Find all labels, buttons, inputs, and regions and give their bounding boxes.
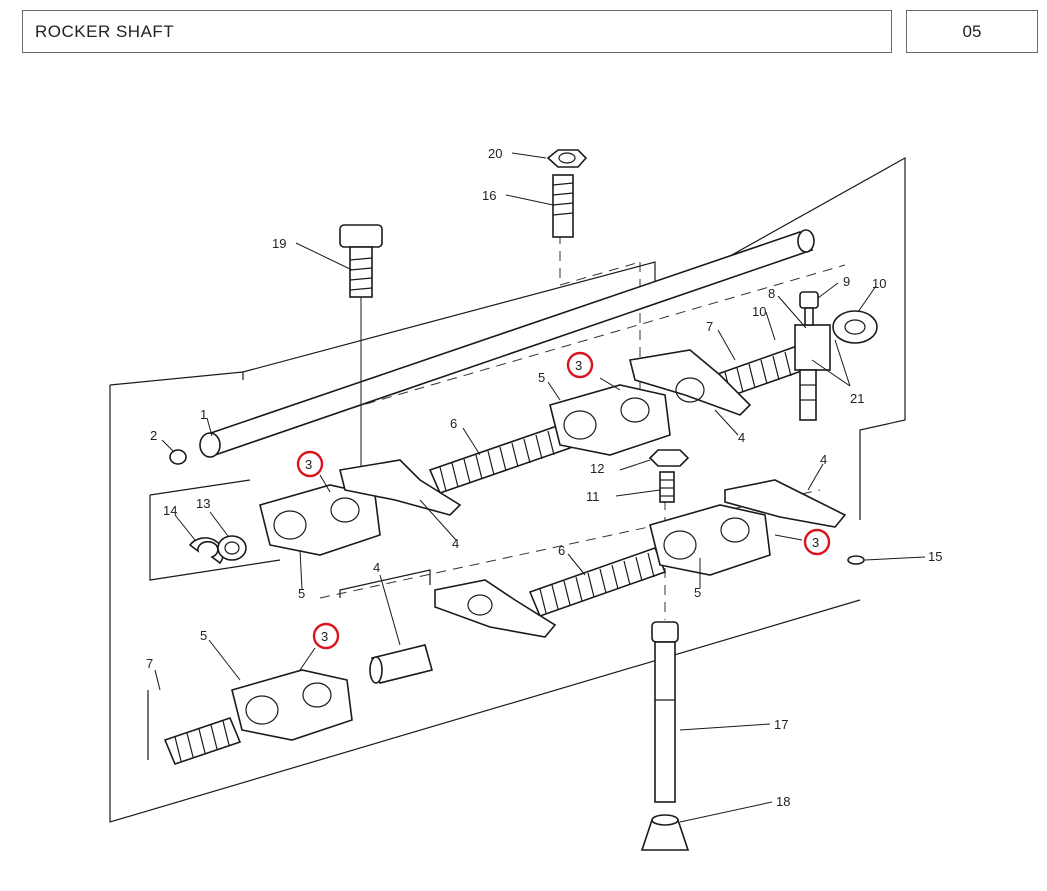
- rocker-arm: [724, 479, 847, 528]
- label-part-12: 12: [590, 461, 604, 476]
- label-part-6: 6: [558, 543, 565, 558]
- washer: [847, 555, 865, 565]
- highlight-circle: [566, 351, 594, 379]
- label-part-1: 1: [200, 407, 207, 422]
- rocker-shaft: [199, 229, 815, 458]
- page-number: 05: [962, 22, 982, 41]
- rocker-arm: [629, 349, 752, 416]
- page-number-box: 05: [906, 10, 1038, 53]
- label-part-2: 2: [150, 428, 157, 443]
- spring-lower: [528, 546, 667, 618]
- highlight-circle: [296, 450, 324, 478]
- adjusting-screw: [659, 471, 675, 503]
- label-part-5: 5: [298, 586, 305, 601]
- tappet: [640, 814, 690, 851]
- label-part-15: 15: [928, 549, 942, 564]
- label-part-21: 21: [850, 391, 864, 406]
- push-rod: [651, 621, 679, 803]
- spring-upper: [428, 424, 572, 494]
- highlight-circles: [296, 351, 831, 650]
- label-part-5: 5: [200, 628, 207, 643]
- label-part-10: 10: [752, 304, 766, 319]
- label-part-13: 13: [196, 496, 210, 511]
- label-part-7: 7: [706, 319, 713, 334]
- label-part-16: 16: [482, 188, 496, 203]
- title-box: ROCKER SHAFT: [22, 10, 892, 53]
- label-part-9: 9: [843, 274, 850, 289]
- bushing: [369, 644, 433, 684]
- shaft-plug: [169, 449, 187, 465]
- stud: [552, 174, 574, 238]
- rocker-support: [549, 384, 671, 456]
- label-part-20: 20: [488, 146, 502, 161]
- rocker-arm: [434, 579, 557, 638]
- part-labels: 20 16 19 9 10 8 10 7 21 1 2 6 5 3 3 4 4 …: [146, 146, 942, 809]
- bolt: [339, 224, 383, 490]
- label-part-18: 18: [776, 794, 790, 809]
- leader-lines: [154, 152, 926, 823]
- label-part-3: 3: [305, 457, 312, 472]
- page-title: ROCKER SHAFT: [35, 22, 175, 41]
- label-part-19: 19: [272, 236, 286, 251]
- adjusting-nut: [648, 449, 690, 467]
- highlight-circle: [312, 622, 340, 650]
- exploded-view-diagram: 20 16 19 9 10 8 10 7 21 1 2 6 5 3 3 4 4 …: [109, 146, 942, 851]
- label-part-11: 11: [586, 489, 600, 504]
- label-part-3: 3: [575, 358, 582, 373]
- rocker-arm: [339, 459, 462, 516]
- rocker-support: [649, 504, 771, 576]
- label-part-4: 4: [452, 536, 459, 551]
- label-part-6: 6: [450, 416, 457, 431]
- spacer-washer: [217, 535, 247, 561]
- spring-left: [163, 717, 242, 765]
- label-part-7: 7: [146, 656, 153, 671]
- retaining-clip: [188, 537, 224, 565]
- label-part-10: 10: [872, 276, 886, 291]
- rocker-support: [259, 484, 381, 556]
- label-part-4: 4: [738, 430, 745, 445]
- bracket-screw: [799, 291, 819, 326]
- label-part-4: 4: [373, 560, 380, 575]
- label-part-17: 17: [774, 717, 788, 732]
- end-cap: [832, 310, 878, 344]
- rocker-support: [231, 669, 353, 741]
- label-part-8: 8: [768, 286, 775, 301]
- label-part-3: 3: [321, 629, 328, 644]
- label-part-14: 14: [163, 503, 177, 518]
- shaft-bracket: [794, 324, 831, 421]
- label-part-4: 4: [820, 452, 827, 467]
- label-part-5: 5: [694, 585, 701, 600]
- highlight-circle: [803, 528, 831, 556]
- nut: [546, 149, 588, 168]
- label-part-5: 5: [538, 370, 545, 385]
- label-part-3: 3: [812, 535, 819, 550]
